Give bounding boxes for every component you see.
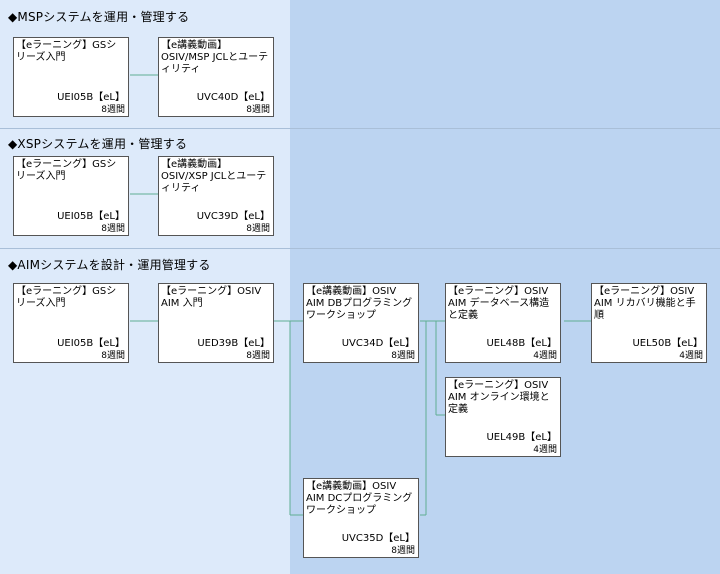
- course-duration: 4週間: [533, 351, 557, 361]
- course-card[interactable]: 【eラーニング】GSシリーズ入門 UEI05B【eL】 8週間: [13, 37, 129, 117]
- course-title: 【e講義動画】OSIV AIM DBプログラミング ワークショップ: [306, 286, 413, 321]
- section-divider: [0, 248, 720, 249]
- section-divider: [0, 128, 720, 129]
- course-card[interactable]: 【eラーニング】OSIV AIM 入門 UED39B【eL】 8週間: [158, 283, 274, 363]
- course-code: UVC40D【eL】: [196, 92, 270, 103]
- course-card[interactable]: 【e講義動画】OSIV AIM DBプログラミング ワークショップ UVC34D…: [303, 283, 419, 363]
- course-title: 【eラーニング】OSIV AIM 入門: [161, 286, 262, 309]
- course-duration: 4週間: [679, 351, 703, 361]
- course-code: UEI05B【eL】: [57, 92, 125, 103]
- course-code: UEI05B【eL】: [57, 338, 125, 349]
- course-code: UED39B【eL】: [197, 338, 270, 349]
- course-title: 【eラーニング】GSシリーズ入門: [16, 159, 117, 182]
- course-card[interactable]: 【eラーニング】OSIV AIM リカバリ機能と手順 UEL50B【eL】 4週…: [591, 283, 707, 363]
- course-title: 【eラーニング】OSIV AIM オンライン環境と定義: [448, 380, 550, 415]
- course-duration: 8週間: [246, 351, 270, 361]
- course-card[interactable]: 【e講義動画】OSIV/MSP JCLとユーティリティ UVC40D【eL】 8…: [158, 37, 274, 117]
- course-card[interactable]: 【eラーニング】OSIV AIM データベース構造と定義 UEL48B【eL】 …: [445, 283, 561, 363]
- course-duration: 8週間: [391, 351, 415, 361]
- section-title-aim: ◆AIMシステムを設計・運用管理する: [8, 258, 211, 272]
- course-duration: 8週間: [101, 224, 125, 234]
- course-card[interactable]: 【eラーニング】GSシリーズ入門 UEI05B【eL】 8週間: [13, 156, 129, 236]
- course-title: 【e講義動画】OSIV AIM DCプログラミング ワークショップ: [306, 481, 413, 516]
- course-code: UEL49B【eL】: [486, 432, 557, 443]
- course-code: UEL48B【eL】: [486, 338, 557, 349]
- course-title: 【eラーニング】GSシリーズ入門: [16, 40, 117, 63]
- course-code: UVC34D【eL】: [341, 338, 415, 349]
- course-code: UEL50B【eL】: [632, 338, 703, 349]
- course-card[interactable]: 【e講義動画】OSIV/XSP JCLとユーティリティ UVC39D【eL】 8…: [158, 156, 274, 236]
- course-title: 【eラーニング】GSシリーズ入門: [16, 286, 117, 309]
- course-duration: 8週間: [246, 105, 270, 115]
- course-code: UVC35D【eL】: [341, 533, 415, 544]
- course-card[interactable]: 【eラーニング】GSシリーズ入門 UEI05B【eL】 8週間: [13, 283, 129, 363]
- course-duration: 8週間: [391, 546, 415, 556]
- course-duration: 8週間: [101, 351, 125, 361]
- course-code: UVC39D【eL】: [196, 211, 270, 222]
- course-duration: 8週間: [246, 224, 270, 234]
- course-duration: 4週間: [533, 445, 557, 455]
- section-title-xsp: ◆XSPシステムを運用・管理する: [8, 137, 188, 151]
- course-code: UEI05B【eL】: [57, 211, 125, 222]
- course-card[interactable]: 【eラーニング】OSIV AIM オンライン環境と定義 UEL49B【eL】 4…: [445, 377, 561, 457]
- course-title: 【e講義動画】OSIV/XSP JCLとユーティリティ: [161, 159, 267, 194]
- section-title-msp: ◆MSPシステムを運用・管理する: [8, 10, 190, 24]
- course-card[interactable]: 【e講義動画】OSIV AIM DCプログラミング ワークショップ UVC35D…: [303, 478, 419, 558]
- course-title: 【e講義動画】OSIV/MSP JCLとユーティリティ: [161, 40, 269, 75]
- course-title: 【eラーニング】OSIV AIM リカバリ機能と手順: [594, 286, 696, 321]
- course-duration: 8週間: [101, 105, 125, 115]
- course-title: 【eラーニング】OSIV AIM データベース構造と定義: [448, 286, 550, 321]
